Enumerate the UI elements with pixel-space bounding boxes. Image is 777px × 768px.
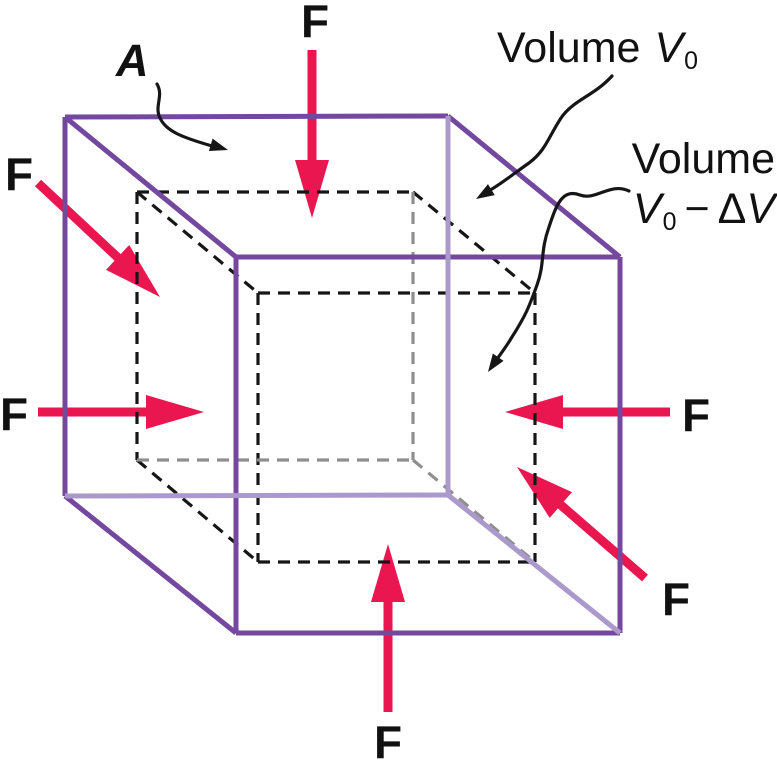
force-label-top: F xyxy=(301,0,329,47)
delta-symbol: Δ xyxy=(717,185,747,233)
force-label-bottom: F xyxy=(374,716,402,768)
volume-symbol: V xyxy=(654,24,684,72)
cube-edge-outer xyxy=(63,494,238,635)
force-arrowhead-bottom xyxy=(371,544,405,602)
cube-edge-outer-hidden xyxy=(446,493,622,635)
force-arrow-shaft-upper-left xyxy=(34,179,124,264)
cube-edge-outer-hidden xyxy=(64,492,449,499)
leader-line-volume-initial xyxy=(490,74,614,191)
force-arrow-shaft-lower-right xyxy=(554,498,648,582)
area-symbol: A xyxy=(116,35,149,86)
volume-word: Volume xyxy=(497,24,641,72)
area-label: A xyxy=(116,38,149,83)
force-label-lower-right: F xyxy=(662,573,690,625)
force-arrows-layer xyxy=(34,50,670,712)
original-cube-layer xyxy=(62,113,623,636)
compressed-cube-layer xyxy=(135,190,537,564)
leader-line-volume-compressed xyxy=(495,187,631,361)
cube-edge-outer xyxy=(63,115,238,259)
volume-symbol: V xyxy=(632,185,662,233)
volume-expression: V0−ΔV xyxy=(632,184,775,247)
leader-arrowhead-volume-initial xyxy=(476,184,495,199)
cube-edge-inner-hidden xyxy=(411,458,537,564)
cube-edge-inner xyxy=(135,190,260,295)
force-arrowhead-upper-left xyxy=(106,244,160,297)
volume-compressed-label: Volume V0−ΔV xyxy=(632,134,775,247)
force-label-left: F xyxy=(0,388,28,440)
force-arrowhead-right xyxy=(505,395,563,429)
volume-subscript: 0 xyxy=(662,207,677,236)
leader-lines-layer xyxy=(155,74,631,372)
force-labels-layer: F F F F F F xyxy=(0,0,710,768)
cube-edge-outer xyxy=(446,114,622,259)
volume-word: Volume xyxy=(631,135,775,183)
cube-edge-outer xyxy=(64,113,449,120)
cube-edge-inner xyxy=(135,458,260,564)
leader-line-area xyxy=(155,82,214,148)
cube-edge-inner xyxy=(411,190,537,295)
volume-subscript: 0 xyxy=(684,46,698,75)
leader-arrowhead-volume-compressed xyxy=(488,353,504,372)
force-arrowhead-lower-right xyxy=(517,467,572,518)
force-label-right: F xyxy=(682,389,710,441)
force-label-upper-left: F xyxy=(5,148,33,200)
force-arrowhead-left xyxy=(146,395,204,429)
leader-arrowhead-area xyxy=(208,138,228,152)
minus-sign: − xyxy=(684,185,710,233)
force-arrowhead-top xyxy=(295,160,329,218)
volume-symbol: V xyxy=(746,185,775,233)
volume-initial-label: Volume V0 xyxy=(497,27,698,74)
